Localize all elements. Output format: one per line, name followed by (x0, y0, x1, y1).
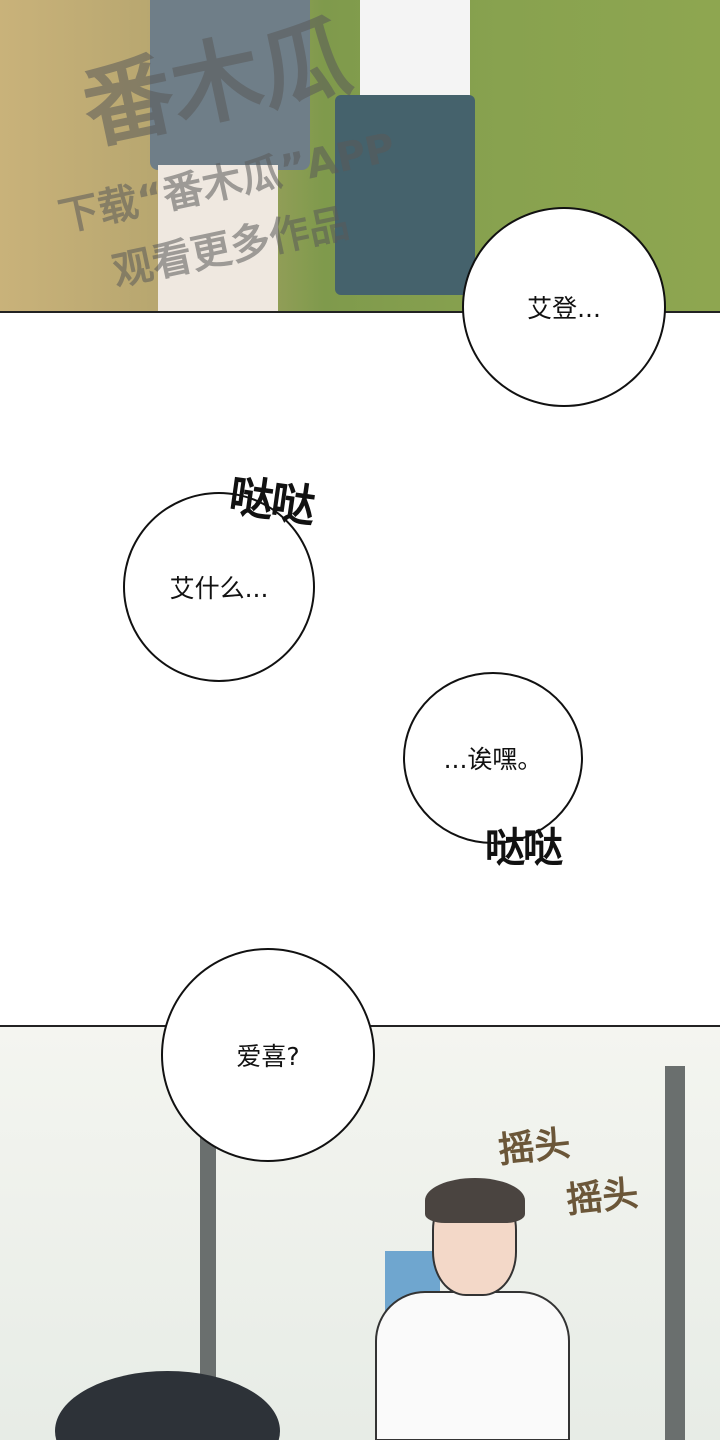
door-frame (200, 1126, 216, 1440)
door-frame-right (665, 1066, 685, 1440)
character-hair (425, 1178, 525, 1223)
sound-effect: 哒哒 (226, 470, 317, 533)
speech-bubble: 艾什么... (123, 492, 315, 682)
shorts-left (150, 0, 310, 170)
speech-bubble: 爱喜? (161, 948, 375, 1162)
speech-bubble: ...诶嘿。 (403, 672, 583, 844)
sound-effect: 哒哒 (485, 825, 563, 871)
panel-border (0, 311, 720, 313)
legs-left (158, 165, 278, 312)
sound-effect: 摇头 (496, 1123, 573, 1172)
foreground-head (55, 1371, 280, 1440)
bubble-text: 艾登... (527, 294, 601, 323)
bubble-text: ...诶嘿。 (443, 745, 543, 774)
speech-bubble: 艾登... (462, 207, 666, 407)
sound-effect: 摇头 (564, 1173, 641, 1222)
shorts-right (335, 95, 475, 295)
character-shirt (375, 1291, 570, 1440)
bubble-text: 艾什么... (169, 574, 269, 603)
bubble-text: 爱喜? (236, 1042, 300, 1071)
top-panel-image: 番木瓜 下载“番木瓜”APP 观看更多作品 (0, 0, 720, 312)
